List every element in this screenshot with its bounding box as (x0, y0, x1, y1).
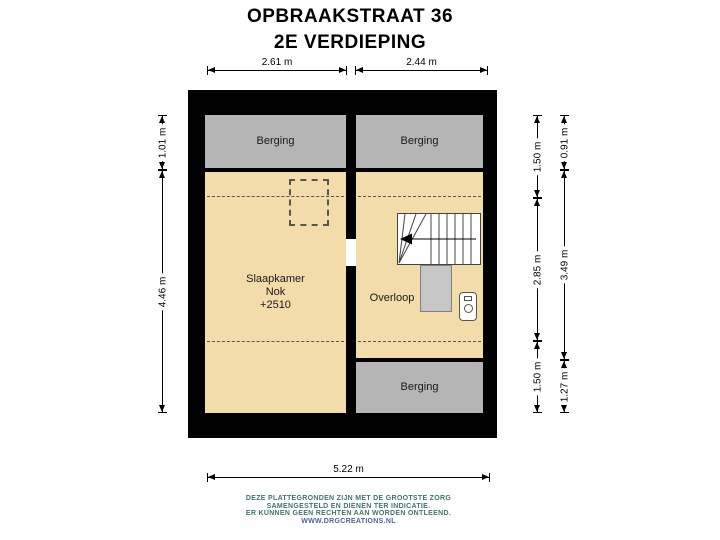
dimension-left-lower: 4.46 m (157, 170, 168, 413)
dimension-bottom: 5.22 m (207, 464, 490, 482)
staircase (397, 213, 481, 265)
floor-subtitle: 2E VERDIEPING (273, 32, 427, 53)
dimension-label: 0.91 m (559, 124, 570, 161)
dimension-right-inner-lower: 1.50 m (532, 341, 543, 413)
disclaimer: DEZE PLATTEGRONDEN ZIJN MET DE GROOTSTE … (0, 495, 697, 525)
room-slaapkamer: Slaapkamer Nok +2510 (205, 172, 346, 413)
skylight-dashed-outline (289, 179, 329, 226)
appliance-dial (463, 304, 473, 313)
disclaimer-line: SAMENGESTELD EN DIENEN TER INDICATIE. (266, 502, 431, 510)
ridge-note: Nok (265, 286, 286, 298)
disclaimer-line: ER KUNNEN GEEN RECHTEN AAN WORDEN ONTLEE… (245, 510, 452, 518)
dimension-label: 3.49 m (559, 246, 570, 284)
room-berging-top-right: Berging (356, 115, 483, 168)
sloped-ceiling-line (358, 196, 481, 197)
dimension-label: 2.44 m (406, 57, 437, 68)
sloped-ceiling-line (358, 341, 481, 342)
dimension-top-right: 2.44 m (355, 57, 488, 75)
dimension-label: 1.01 m (157, 124, 168, 161)
room-label: Slaapkamer (246, 273, 305, 285)
disclaimer-url: WWW.DRGCREATIONS.NL (301, 517, 396, 525)
dimension-label: 2.61 m (261, 57, 293, 68)
ridge-height: +2510 (260, 299, 291, 311)
dimension-left-upper: 1.01 m (157, 115, 168, 170)
room-label: Berging (256, 135, 295, 147)
ventilation-unit-icon (459, 292, 477, 321)
room-label-group: Slaapkamer Nok +2510 (246, 273, 305, 312)
door-opening (346, 239, 356, 266)
dimension-label: 5.22 m (333, 464, 364, 475)
dimension-right-outer-upper: 0.91 m (559, 115, 570, 170)
dimension-label: 4.46 m (157, 273, 168, 310)
dimension-label: 1.50 m (532, 138, 543, 175)
room-label: Berging (400, 135, 439, 147)
dimension-label: 1.50 m (532, 358, 543, 396)
page-title: OPBRAAKSTRAAT 36 2E VERDIEPING (0, 6, 700, 54)
stairs-direction-arrow-icon (400, 233, 412, 245)
dimension-right-inner-middle: 2.85 m (532, 198, 543, 341)
dimension-right-inner-upper: 1.50 m (532, 115, 543, 198)
dimension-right-outer-middle: 3.49 m (559, 170, 570, 360)
dimension-right-outer-lower: 1.27 m (559, 360, 570, 413)
address-title: OPBRAAKSTRAAT 36 (246, 6, 454, 27)
dimension-label: 1.27 m (559, 368, 570, 405)
room-label: Berging (400, 381, 439, 393)
dimension-label: 2.85 m (532, 251, 543, 288)
room-label: Overloop (369, 292, 415, 304)
appliance-slot (464, 296, 472, 301)
disclaimer-line: DEZE PLATTEGRONDEN ZIJN MET DE GROOTSTE … (245, 495, 452, 502)
sloped-ceiling-line (207, 196, 344, 197)
sloped-ceiling-line (207, 341, 344, 342)
dimension-top-left: 2.61 m (207, 57, 347, 75)
duct-block (420, 265, 452, 312)
room-berging-top-left: Berging (205, 115, 346, 168)
room-berging-bottom: Berging (356, 362, 483, 413)
room-overloop: Overloop (356, 172, 483, 358)
